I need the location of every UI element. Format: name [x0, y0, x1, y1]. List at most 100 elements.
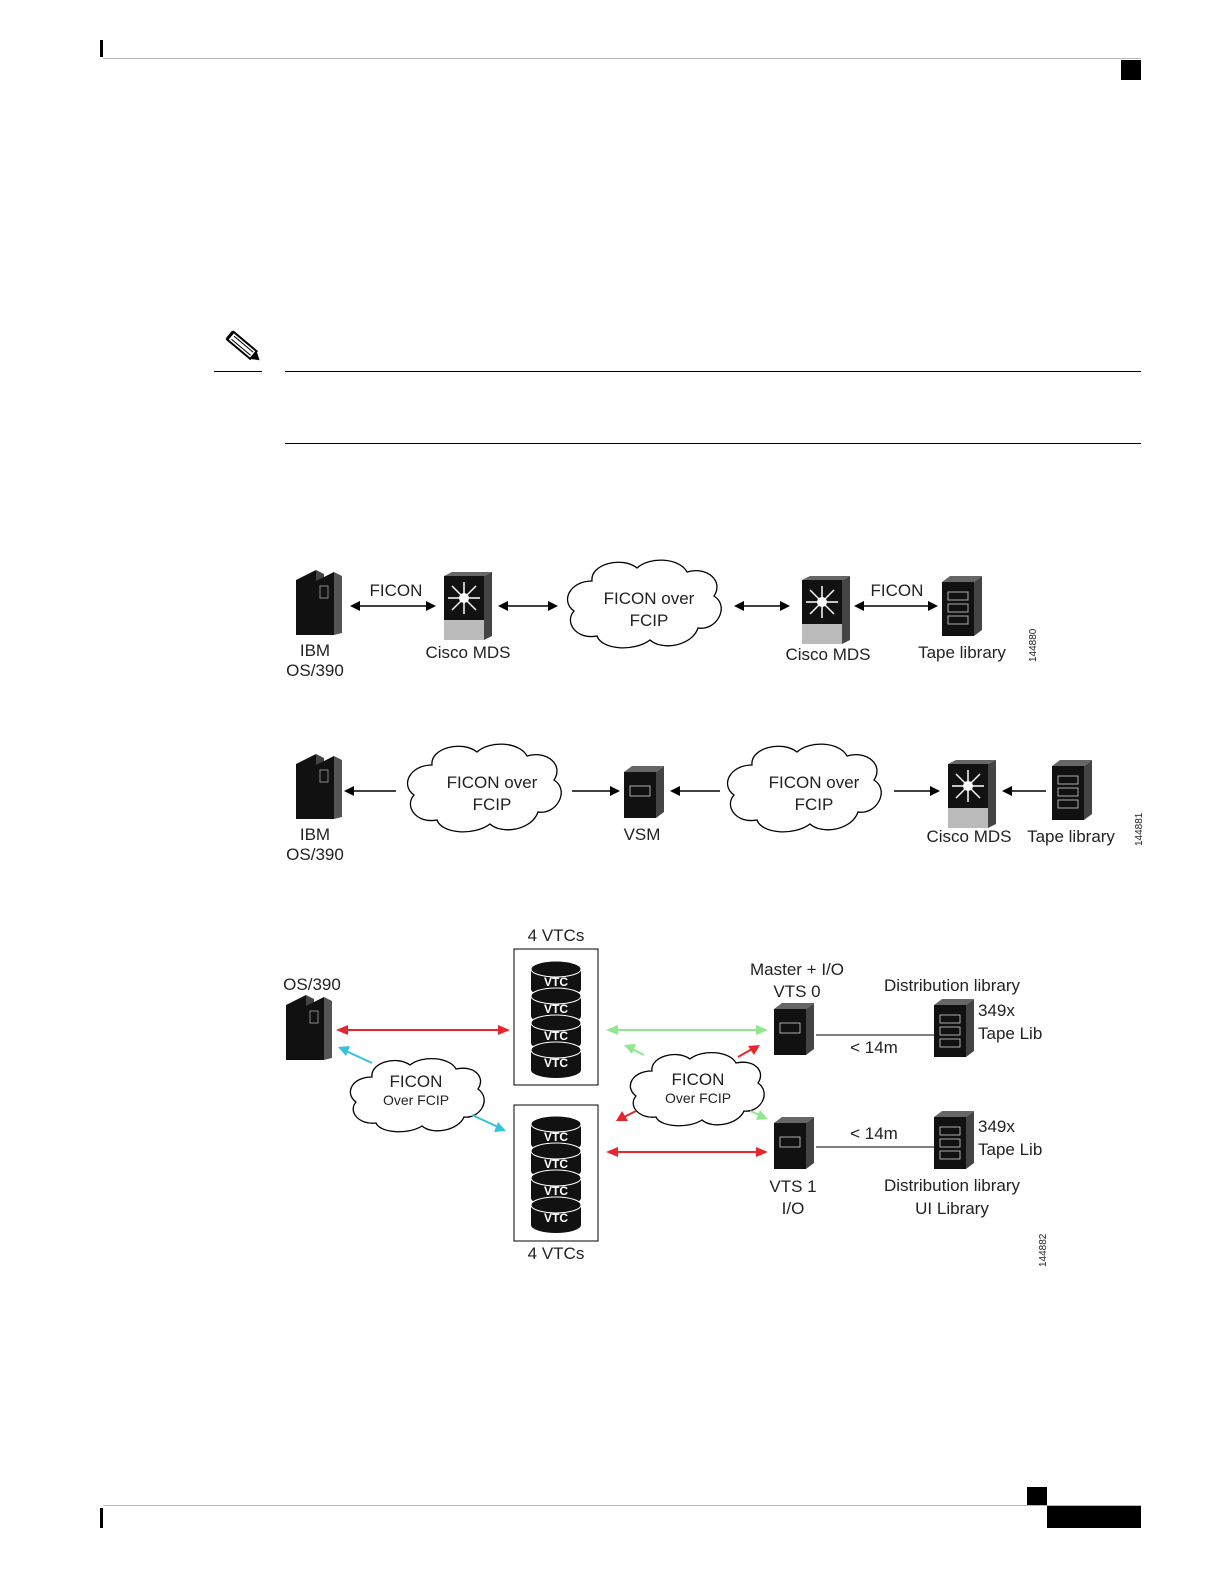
figure-id: 144882	[1038, 1233, 1049, 1267]
arrow-cloud2-to-vsm	[670, 786, 720, 796]
vsm-server-icon	[774, 1003, 814, 1055]
cloud-icon	[567, 559, 722, 649]
cloud2-label-line2: FCIP	[795, 795, 834, 814]
tape-library-icon	[942, 576, 982, 636]
disk-top	[530, 1041, 582, 1059]
vtcs-top-label: 4 VTCs	[528, 926, 585, 945]
ficon-label-left: FICON	[370, 581, 423, 600]
figure-vsm-topology: IBM OS/390 FICON over FCIP VSM FICON ove…	[286, 743, 1145, 864]
cloud-right-line2: Over FCIP	[665, 1090, 731, 1106]
mainframe-icon	[296, 570, 342, 635]
link-cloud-mds	[734, 601, 790, 611]
mds-label: Cisco MDS	[926, 827, 1011, 846]
tape-library-icon	[934, 999, 974, 1057]
header-marker	[1121, 60, 1141, 80]
tape-label: Tape library	[918, 643, 1006, 662]
link-cyan-to-vtc-bottom	[471, 1114, 506, 1132]
cloud-icon	[727, 743, 882, 833]
note-rule-top	[285, 371, 1141, 372]
arrow-tape-to-mds	[1002, 786, 1046, 796]
lib-top-line2: Tape Lib	[978, 1024, 1042, 1043]
dist-14m-top: < 14m	[850, 1038, 898, 1057]
header-tick	[100, 40, 103, 57]
figure-ficon-topology: IBM OS/390 FICON Cisco MDS FICON over FC…	[286, 559, 1039, 680]
disk-top	[530, 1115, 582, 1133]
cloud2-label-line1: FICON over	[769, 773, 860, 792]
ibm-label: IBM	[300, 825, 330, 844]
footer-tab	[1047, 1506, 1141, 1528]
link-vtc-top-vts0	[606, 1025, 768, 1035]
disk-top	[530, 987, 582, 1005]
lib-bottom-line2: Tape Lib	[978, 1140, 1042, 1159]
disk-top	[530, 1196, 582, 1214]
cloud-label-line2: FCIP	[630, 611, 669, 630]
footer-rule	[103, 1505, 1141, 1506]
disk-top	[530, 1142, 582, 1160]
pencil-icon	[225, 330, 260, 361]
tape-library-icon	[934, 1111, 974, 1169]
footer-marker	[1027, 1487, 1047, 1505]
mds-switch-icon	[948, 760, 996, 828]
link-vtc-bottom-vts1	[606, 1147, 768, 1157]
link-os390-vtc-top	[336, 1025, 510, 1035]
dist-bottom-label: Distribution library	[884, 1176, 1021, 1195]
os390-label: OS/390	[286, 661, 344, 680]
link-mds-cloud	[498, 601, 558, 611]
tape-label: Tape library	[1027, 827, 1115, 846]
arrow-cloud-to-mainframe	[344, 786, 396, 796]
cloud-icon	[349, 1058, 485, 1133]
vtc-disk-label: VTC	[544, 1056, 568, 1070]
mainframe-icon	[296, 754, 342, 819]
vsm-label: VSM	[624, 825, 661, 844]
ibm-label: IBM	[300, 641, 330, 660]
figure-id: 144880	[1028, 628, 1039, 662]
dist-top-label: Distribution library	[884, 976, 1021, 995]
mds-left-label: Cisco MDS	[425, 643, 510, 662]
vsm-server-icon	[774, 1117, 814, 1169]
lib-bottom-line1: 349x	[978, 1117, 1015, 1136]
vtc-disk-label: VTC	[544, 975, 568, 989]
cloud1-label-line2: FCIP	[473, 795, 512, 814]
mds-switch-icon	[802, 576, 850, 644]
vts1-label: VTS 1	[769, 1177, 816, 1196]
vtc-disk-label: VTC	[544, 1130, 568, 1144]
link-green-to-vtc-top	[624, 1044, 645, 1056]
cloud-left-line1: FICON	[390, 1072, 443, 1091]
cloud-icon	[629, 1052, 765, 1127]
vtcs-bottom-label: 4 VTCs	[528, 1244, 585, 1263]
cloud-right-line1: FICON	[672, 1070, 725, 1089]
vsm-server-icon	[624, 766, 664, 818]
master-label: Master + I/O	[750, 960, 844, 979]
link-green-to-vts1	[749, 1110, 768, 1120]
footer-tick	[100, 1508, 103, 1528]
dist-14m-bottom: < 14m	[850, 1124, 898, 1143]
note-rule-bottom	[285, 443, 1141, 444]
os390-label: OS/390	[286, 845, 344, 864]
ficon-label-right: FICON	[871, 581, 924, 600]
vtc-disk-label: VTC	[544, 1211, 568, 1225]
io-label: I/O	[782, 1199, 805, 1218]
header-rule	[103, 58, 1141, 59]
disk-top	[530, 1169, 582, 1187]
tape-library-icon	[1052, 760, 1092, 820]
link-red-to-vtc-bottom	[616, 1110, 637, 1121]
note-rule-short	[214, 371, 262, 372]
ui-library-label: UI Library	[915, 1199, 989, 1218]
cloud-label-line1: FICON over	[604, 589, 695, 608]
disk-top	[530, 1014, 582, 1032]
figure-id: 144881	[1134, 812, 1145, 846]
mainframe-icon	[286, 995, 332, 1060]
link-cyan-to-os390	[338, 1046, 373, 1064]
ficon-link-right	[854, 601, 938, 611]
lib-top-line1: 349x	[978, 1001, 1015, 1020]
cloud-left-line2: Over FCIP	[383, 1092, 449, 1108]
os390-label: OS/390	[283, 975, 341, 994]
vtc-disk-label: VTC	[544, 1157, 568, 1171]
link-red-to-vts0	[737, 1045, 760, 1058]
cloud-icon	[407, 743, 562, 833]
mds-switch-icon	[444, 572, 492, 640]
vtc-disk-label: VTC	[544, 1029, 568, 1043]
